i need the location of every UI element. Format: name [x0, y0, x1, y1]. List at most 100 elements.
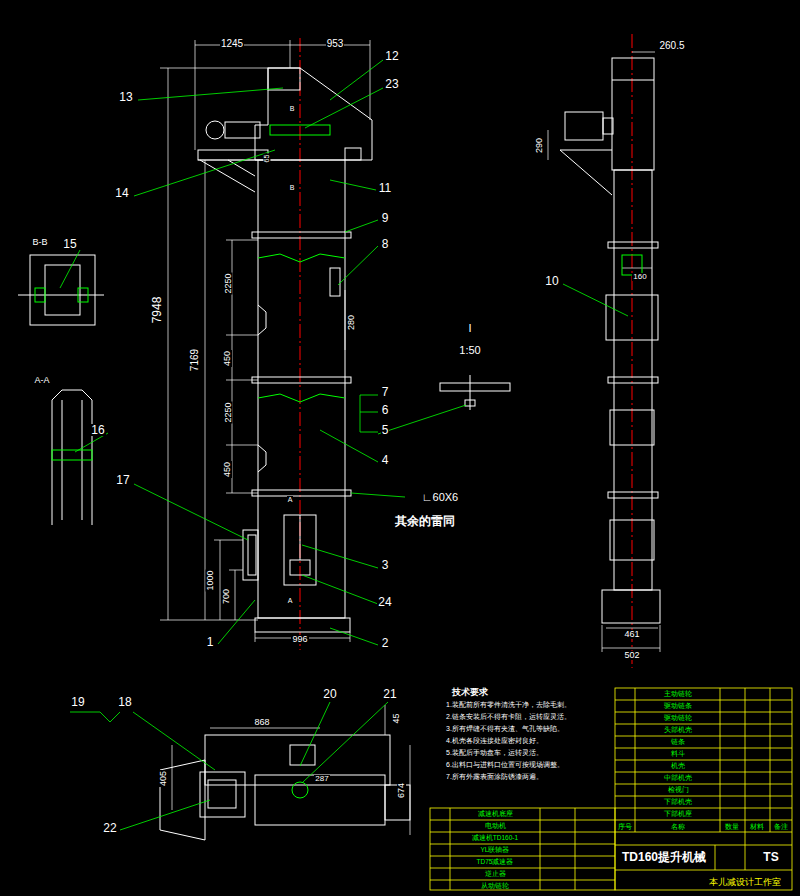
table-header: 备注	[773, 823, 789, 830]
front-view	[198, 68, 372, 632]
table-cell: 电动机	[484, 823, 507, 830]
callout-number: 17	[115, 474, 130, 486]
section-views	[18, 255, 510, 525]
table-cell: 驱动链轮	[663, 715, 693, 722]
dimension: 1000	[206, 569, 215, 591]
table-header: 材料	[749, 823, 765, 830]
table-cell: 头部机壳	[663, 727, 693, 734]
dimension: 674	[398, 781, 407, 798]
section-mark: B	[289, 105, 296, 112]
dimension: 260.5	[658, 41, 685, 51]
dimension: 953	[326, 39, 345, 49]
section-mark: A	[287, 597, 294, 604]
callout-number: 6	[381, 404, 390, 416]
note-line: 5.装配后手动盘车，运转灵活。	[445, 749, 544, 756]
note-line: 2.链条安装后不得有卡阻，运转应灵活。	[445, 713, 572, 720]
dimension: 2250	[224, 272, 233, 294]
dimension: 450	[224, 460, 233, 477]
callout-number: 14	[114, 187, 129, 199]
dimension: 65	[263, 153, 270, 163]
dimension: 290	[536, 136, 545, 153]
dimension: 287	[314, 775, 329, 783]
table-header: 数量	[724, 823, 740, 830]
note-line: 7.所有外露表面涂防锈漆两遍。	[445, 773, 544, 780]
table-cell: 从动链轮	[480, 883, 510, 890]
callout-number: 8	[381, 238, 390, 250]
drawing-title: TD160提升机械	[621, 851, 707, 863]
callout-number: 18	[117, 696, 132, 708]
section-mark: A	[287, 496, 294, 503]
table-cell: 机壳	[670, 763, 686, 770]
callout-number: 19	[70, 696, 85, 708]
callout-number: 24	[377, 596, 392, 608]
section-mark: B	[289, 184, 296, 191]
side-view	[560, 58, 660, 623]
table-cell: 下部机壳	[663, 799, 693, 806]
detail-scale: 1:50	[458, 345, 481, 356]
dimension: 7169	[190, 348, 200, 372]
dimension: 405	[160, 769, 169, 786]
note-line: 1.装配前所有零件清洗干净，去除毛刺。	[445, 701, 572, 708]
note-line: 3.所有焊缝不得有夹渣、气孔等缺陷。	[445, 725, 565, 732]
note-line: 6.出料口与进料口位置可按现场调整。	[445, 761, 565, 768]
callout-number: 1	[206, 636, 215, 648]
section-label: A-A	[33, 376, 50, 385]
section-label: B-B	[31, 238, 48, 247]
note: 其余的雷同	[394, 515, 456, 527]
callout-number: 23	[384, 78, 399, 90]
leader-lines	[60, 60, 628, 830]
table-cell: 检视门	[667, 787, 690, 794]
table-cell: 料斗	[670, 751, 686, 758]
table-cell: 减速机底座	[477, 811, 514, 818]
table-cell: YL联轴器	[480, 847, 511, 854]
dimension: 502	[623, 651, 640, 660]
table-cell: 下部机座	[663, 811, 693, 818]
studio-name: 本儿减设计工作室	[708, 878, 782, 887]
detail-label: I	[467, 323, 472, 334]
dimension: 996	[291, 635, 308, 644]
table-cell: 链条	[670, 739, 686, 746]
dimension: 2250	[224, 401, 233, 423]
dimension: 160	[632, 273, 647, 281]
dimension: 700	[223, 587, 232, 604]
table-cell: 驱动链条	[663, 703, 693, 710]
table-header: 名称	[670, 823, 686, 830]
dimension: 280	[348, 313, 357, 330]
centerlines	[300, 34, 632, 668]
callout-number: 5	[381, 424, 390, 436]
table-cell: 减速机TD160-1	[471, 835, 519, 842]
dimension: 7948	[151, 296, 163, 325]
callout-number: 13	[118, 91, 133, 103]
callout-number: 7	[381, 386, 390, 398]
callout-number: 12	[384, 50, 399, 62]
callout-number: 15	[62, 238, 77, 250]
dimension: 450	[224, 349, 233, 366]
callout-number: 9	[381, 212, 390, 224]
callout-number: 20	[322, 688, 337, 700]
dimension-lines	[160, 40, 660, 652]
callout-number: 21	[382, 688, 397, 700]
note-line: 4.机壳各段连接处应密封良好。	[445, 737, 544, 744]
callout-number: 4	[381, 454, 390, 466]
callout-number: 10	[544, 275, 559, 287]
table-cell: TD75减速器	[476, 859, 515, 866]
dimension: 45	[391, 712, 400, 724]
table-cell: 主动链轮	[663, 691, 693, 698]
callout-number: 2	[381, 637, 390, 649]
note: ∟60X6	[421, 492, 459, 503]
dimension: 1245	[220, 39, 244, 49]
notes-heading: 技术要求	[451, 688, 489, 697]
callout-number: 16	[90, 424, 105, 436]
drawing-code: TS	[762, 851, 779, 863]
plan-view	[160, 705, 410, 840]
table-cell: 中部机壳	[663, 775, 693, 782]
dimension: 461	[623, 630, 640, 639]
callout-number: 3	[381, 559, 390, 571]
callout-number: 22	[102, 822, 117, 834]
title-block	[430, 688, 792, 890]
table-cell: 逆止器	[484, 871, 507, 878]
dimension: 868	[253, 718, 270, 727]
